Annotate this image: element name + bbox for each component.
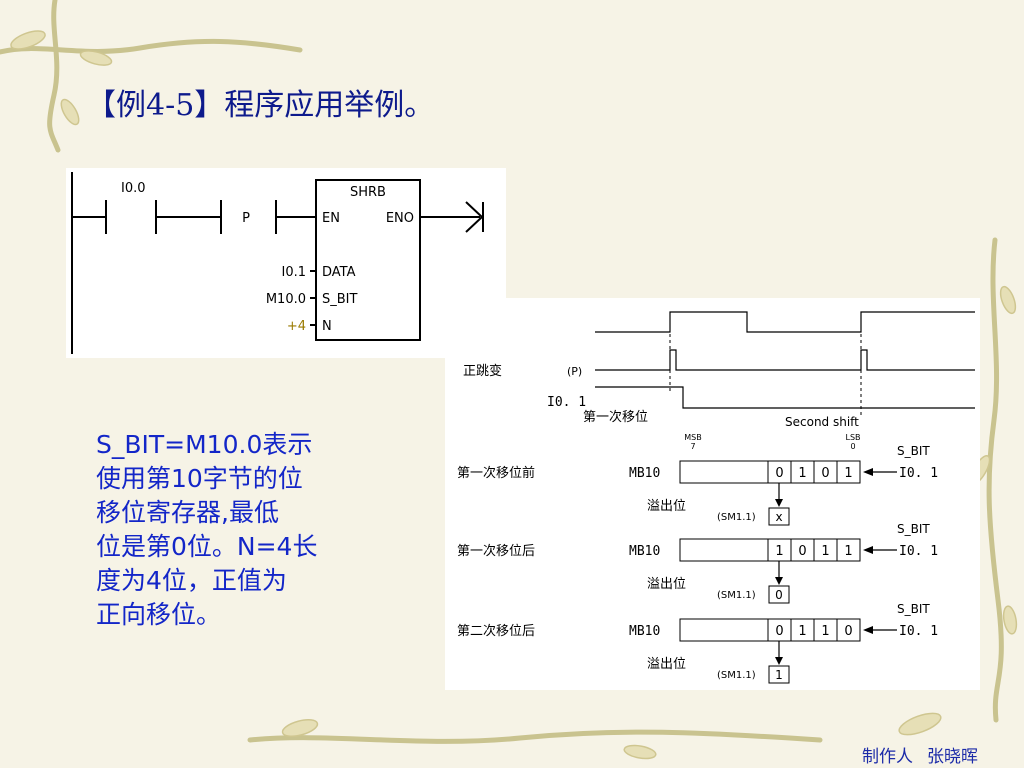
register-bit: 1 — [844, 466, 852, 481]
overflow-bit-name: (SM1.1) — [717, 670, 756, 681]
s-bit-label: S_BIT — [897, 444, 930, 458]
note-line: 移位寄存器,最低 — [96, 498, 279, 527]
register-bit: 1 — [798, 466, 806, 481]
row-input-label: I0. 1 — [899, 624, 938, 639]
msb-label: MSB — [684, 433, 701, 442]
register-bit: 0 — [775, 466, 783, 481]
first-shift-label: 第一次移位 — [583, 409, 648, 425]
overflow-label: 溢出位 — [647, 657, 686, 672]
overflow-value: x — [775, 510, 782, 524]
pin-eno: ENO — [386, 211, 414, 226]
note-line: S_BIT=M10.0表示 — [96, 430, 313, 459]
overflow-value: 0 — [775, 588, 783, 602]
block-name: SHRB — [350, 185, 386, 200]
operand-s-bit: M10.0 — [266, 292, 306, 307]
register-bit: 1 — [821, 544, 829, 559]
register-bit: 1 — [798, 624, 806, 639]
overflow-label: 溢出位 — [647, 499, 686, 514]
contact-label: I0.0 — [121, 181, 146, 196]
register-bit: 0 — [798, 544, 806, 559]
note-line: 位是第0位。N=4长 — [96, 532, 318, 561]
shrb-block — [315, 179, 421, 341]
register-bit: 1 — [844, 544, 852, 559]
overflow-label: 溢出位 — [647, 577, 686, 592]
timing-background — [445, 298, 980, 690]
register-bit: 0 — [844, 624, 852, 639]
operand-data: I0.1 — [281, 265, 306, 280]
register-name: MB10 — [629, 466, 660, 481]
pin-n: N — [322, 319, 332, 334]
author-label: 制作人 — [862, 747, 913, 767]
author-name: 张晓晖 — [927, 747, 978, 767]
overflow-box — [768, 507, 790, 526]
overflow-box — [768, 665, 790, 684]
note-line: 正向移位。 — [96, 600, 222, 629]
pin-s-bit: S_BIT — [322, 292, 358, 307]
edge-label: P — [242, 211, 250, 226]
register-box — [679, 460, 861, 484]
register-bit: 1 — [821, 624, 829, 639]
lsb-bit: 0 — [850, 442, 855, 451]
ladder-diagram: I0.0 P SHRB EN ENO I0.1 M10.0 +4 DATA S_… — [66, 168, 506, 358]
row-input-label: I0. 1 — [899, 466, 938, 481]
input-label: I0. 1 — [547, 395, 586, 410]
register-bit: 0 — [821, 466, 829, 481]
input-arrow-head — [863, 626, 873, 634]
register-name: MB10 — [629, 544, 660, 559]
row-label: 第一次移位后 — [457, 543, 535, 559]
input-arrow-head — [863, 546, 873, 554]
s-bit-label: S_BIT — [897, 602, 930, 616]
shift-timing-diagram: 正跳变 (P) I0. 1 第一次移位 Second shift MSB 7 L… — [445, 298, 980, 690]
data-input-waveform — [595, 386, 975, 409]
explanation-note: S_BIT=M10.0表示 使用第10字节的位 移位寄存器,最低 位是第0位。N… — [96, 428, 376, 632]
overflow-arrow-head — [775, 577, 783, 585]
pin-data: DATA — [322, 265, 356, 280]
overflow-bit-name: (SM1.1) — [717, 590, 756, 601]
operand-n: +4 — [287, 319, 306, 334]
input-waveform — [595, 311, 975, 333]
note-line: 使用第10字节的位 — [96, 464, 303, 493]
register-name: MB10 — [629, 624, 660, 639]
register-box — [679, 618, 861, 642]
edge-symbol: (P) — [567, 365, 582, 378]
ladder-background — [66, 168, 506, 358]
footer-credit: 制作人张晓晖 — [862, 742, 978, 767]
input-arrow-head — [863, 468, 873, 476]
overflow-bit-name: (SM1.1) — [717, 512, 756, 523]
row-label: 第二次移位后 — [457, 623, 535, 639]
msb-bit: 7 — [690, 442, 695, 451]
s-bit-label: S_BIT — [897, 522, 930, 536]
edge-label: 正跳变 — [463, 363, 502, 379]
overflow-arrow-head — [775, 499, 783, 507]
register-box — [679, 538, 861, 562]
lsb-label: LSB — [845, 433, 860, 442]
register-bit: 1 — [775, 544, 783, 559]
row-input-label: I0. 1 — [899, 544, 938, 559]
second-shift-label: Second shift — [785, 415, 859, 429]
slide-title: 【例4-5】程序应用举例。 — [86, 88, 435, 123]
overflow-arrow-head — [775, 657, 783, 665]
note-line: 度为4位，正值为 — [96, 566, 287, 595]
overflow-box — [768, 585, 790, 604]
overflow-value: 1 — [775, 668, 783, 682]
row-label: 第一次移位前 — [457, 465, 535, 481]
pin-en: EN — [322, 211, 340, 226]
register-bit: 0 — [775, 624, 783, 639]
